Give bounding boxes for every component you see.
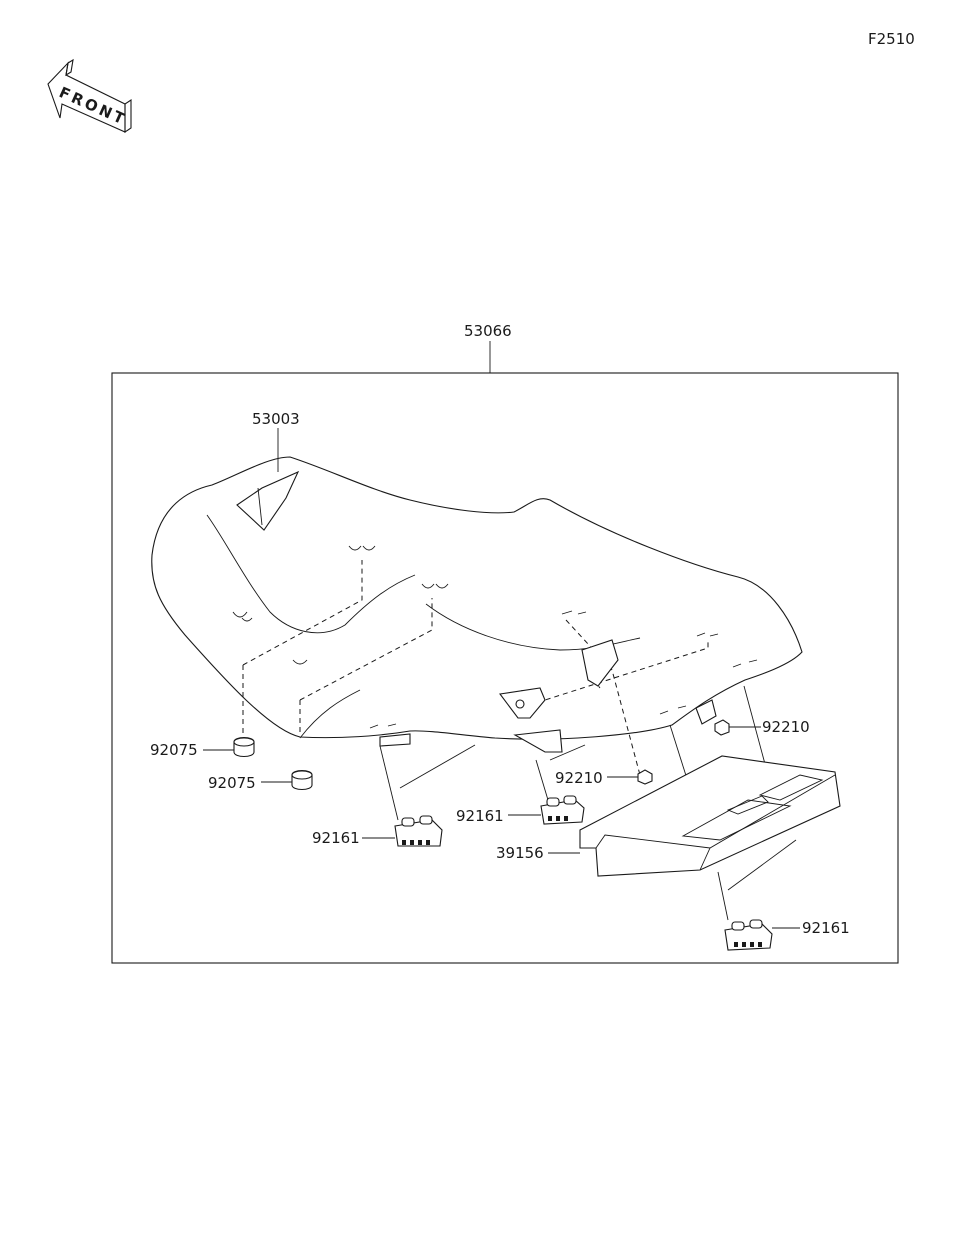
tray [579,755,841,877]
bracket-left [394,815,443,847]
callout-bracket-right: 92161 [802,919,850,937]
seat-cover-label [236,470,300,531]
front-arrow-icon: FRONT [47,58,132,134]
assembly-frame [111,372,899,964]
callout-damper-left: 92075 [150,741,198,759]
seat-hinge-brackets [379,639,717,753]
damper-right [291,769,313,791]
bracket-right [724,919,773,951]
callout-bracket-left: 92161 [312,829,360,847]
hidden-outlines [232,545,758,776]
callout-bracket-mid: 92161 [456,807,504,825]
callout-damper-right: 92075 [208,774,256,792]
nut-upper [714,719,730,736]
callout-seat-cover: 53003 [252,410,300,428]
bracket-mid [540,795,585,825]
callout-seat-assembly: 53066 [464,322,512,340]
seat [151,456,803,740]
callout-nut-upper: 92210 [762,718,810,736]
damper-left [233,736,255,758]
nut-lower [637,769,653,785]
figure-code: F2510 [868,30,915,48]
callout-nut-lower: 92210 [555,769,603,787]
callout-tray: 39156 [496,844,544,862]
